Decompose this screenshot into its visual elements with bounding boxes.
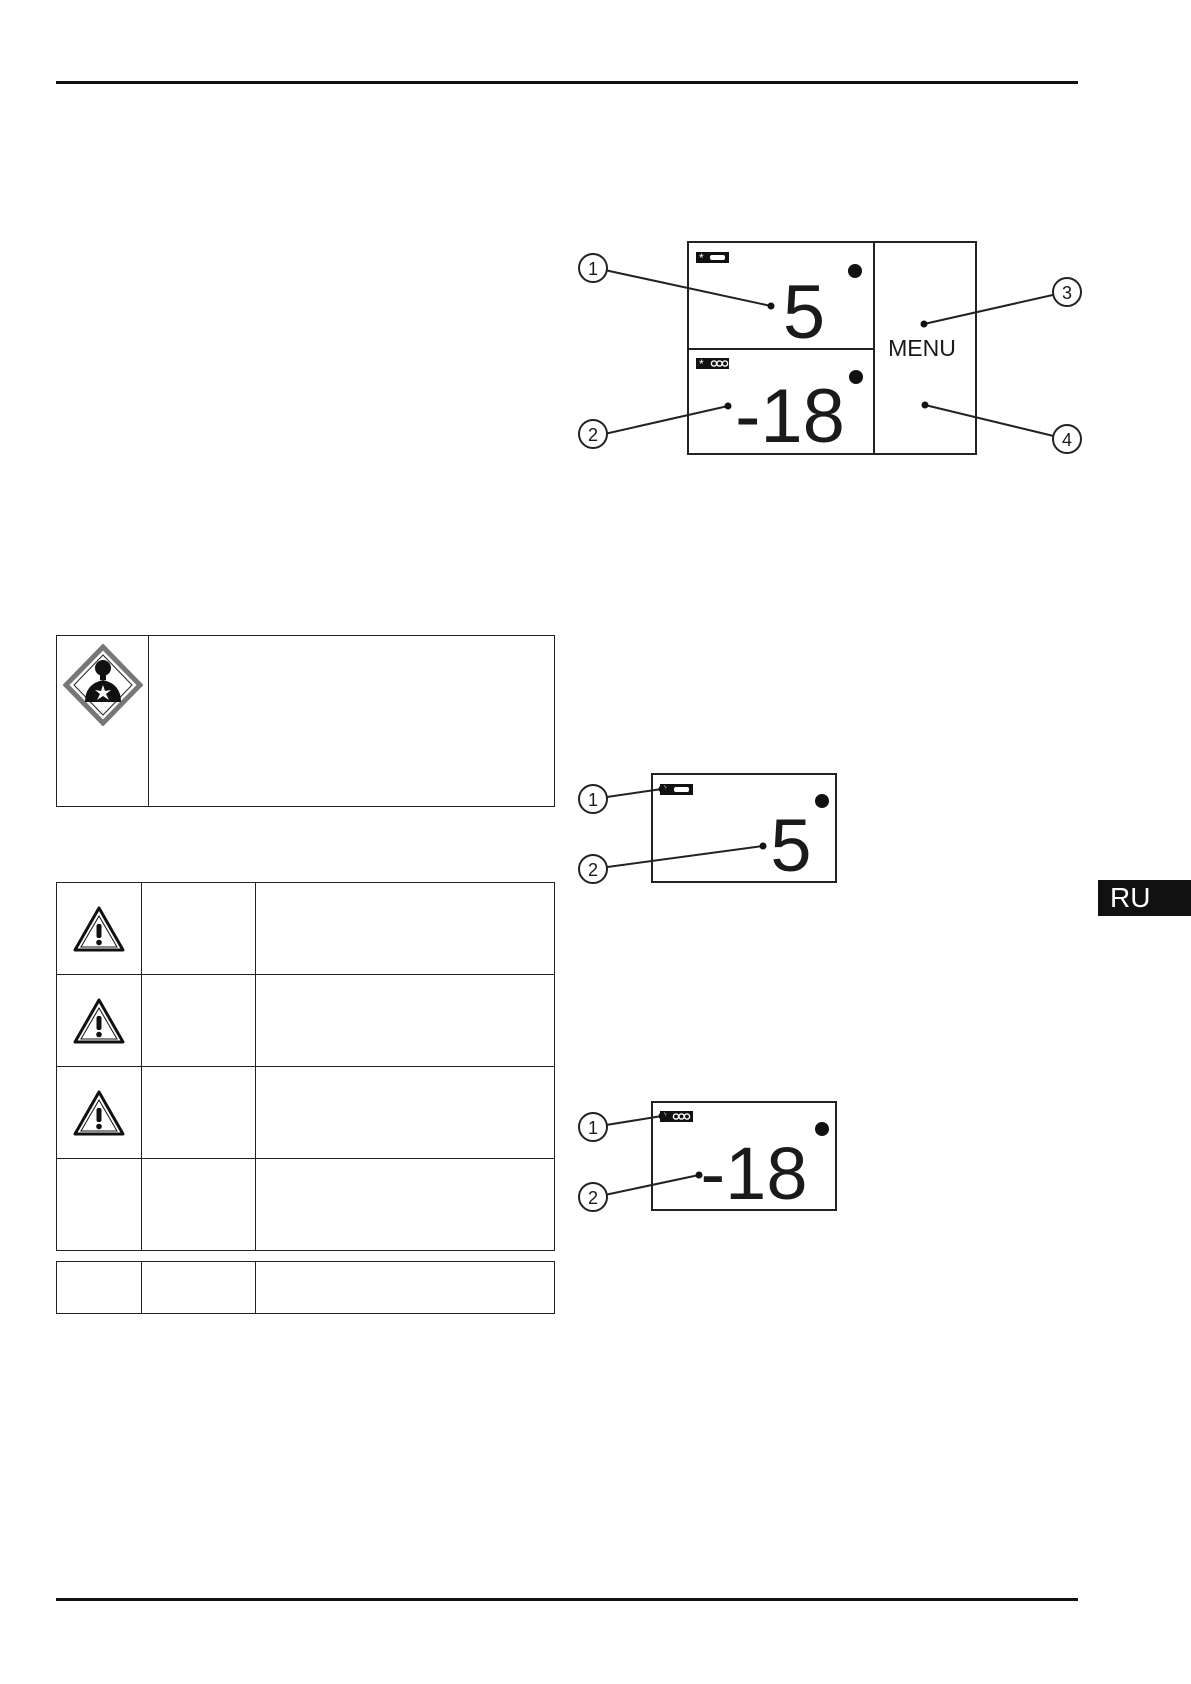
svg-text:4: 4 bbox=[1062, 430, 1072, 450]
callout-2: 2 bbox=[578, 854, 608, 884]
callout-2: 2 bbox=[578, 1182, 608, 1212]
warning-triangle-icon bbox=[73, 906, 125, 951]
warning-symbols-table bbox=[56, 882, 555, 1251]
callout-2: 2 bbox=[578, 419, 608, 449]
table-row bbox=[56, 1158, 555, 1251]
hazard-icon-cell bbox=[57, 636, 149, 806]
svg-text:2: 2 bbox=[588, 425, 598, 445]
svg-text:*: * bbox=[699, 251, 704, 265]
svg-text:1: 1 bbox=[588, 790, 598, 810]
warning-triangle-icon bbox=[73, 1090, 125, 1135]
symbol-cell bbox=[56, 882, 142, 975]
description-cell bbox=[255, 974, 555, 1067]
description-cell bbox=[255, 1066, 555, 1159]
note-symbols-table bbox=[56, 1261, 555, 1314]
table-row bbox=[56, 974, 555, 1067]
symbol-cell bbox=[56, 1261, 142, 1314]
callout-3: 3 bbox=[1052, 277, 1082, 307]
callout-1: 1 bbox=[578, 1112, 608, 1142]
freezer-degree-dot bbox=[849, 370, 863, 384]
fridge-temperature: 5 bbox=[783, 270, 825, 355]
freezer-display-frame bbox=[651, 1101, 837, 1211]
signal-word-cell bbox=[141, 1066, 256, 1159]
fridge-display-frame bbox=[651, 773, 837, 883]
health-hazard-icon bbox=[63, 644, 143, 726]
callout-4: 4 bbox=[1052, 424, 1082, 454]
symbol-cell bbox=[56, 1066, 142, 1159]
description-cell bbox=[255, 1261, 555, 1314]
description-cell bbox=[255, 882, 555, 975]
table-row bbox=[56, 1261, 555, 1314]
control-panel-figure: * * 5 -18 MENU 1 2 3 4 bbox=[578, 241, 1082, 459]
svg-text:1: 1 bbox=[588, 259, 598, 279]
menu-button-label: MENU bbox=[888, 335, 956, 361]
svg-text:1: 1 bbox=[588, 1118, 598, 1138]
warning-triangle-icon bbox=[73, 998, 125, 1043]
svg-text:2: 2 bbox=[588, 860, 598, 880]
footer-rule bbox=[56, 1598, 1078, 1601]
hazard-notice-box bbox=[56, 635, 555, 807]
freezer-mode-icon: * bbox=[696, 357, 729, 371]
fridge-mode-icon: * bbox=[696, 251, 729, 265]
fridge-degree-dot bbox=[848, 264, 862, 278]
signal-word-cell bbox=[141, 1261, 256, 1314]
fridge-display-degree-dot bbox=[815, 794, 829, 808]
freezer-display-figure: * -18 1 2 bbox=[578, 1101, 837, 1215]
signal-word-cell bbox=[141, 882, 256, 975]
signal-word-cell bbox=[141, 1158, 256, 1251]
svg-text:3: 3 bbox=[1062, 283, 1072, 303]
svg-text:2: 2 bbox=[588, 1188, 598, 1208]
freezer-display-temperature: -18 bbox=[701, 1132, 808, 1215]
description-cell bbox=[255, 1158, 555, 1251]
table-row bbox=[56, 1066, 555, 1159]
callout-1: 1 bbox=[578, 784, 608, 814]
symbol-cell bbox=[56, 1158, 142, 1251]
header-rule bbox=[56, 81, 1078, 84]
language-tab: RU bbox=[1098, 880, 1191, 916]
svg-text:*: * bbox=[699, 357, 704, 371]
fridge-display-temperature: 5 bbox=[770, 804, 811, 887]
freezer-display-degree-dot bbox=[815, 1122, 829, 1136]
freezer-temperature: -18 bbox=[735, 374, 845, 459]
callout-1: 1 bbox=[578, 253, 608, 283]
fridge-display-figure: * 5 1 2 bbox=[578, 773, 837, 887]
symbol-cell bbox=[56, 974, 142, 1067]
signal-word-cell bbox=[141, 974, 256, 1067]
table-row bbox=[56, 882, 555, 975]
